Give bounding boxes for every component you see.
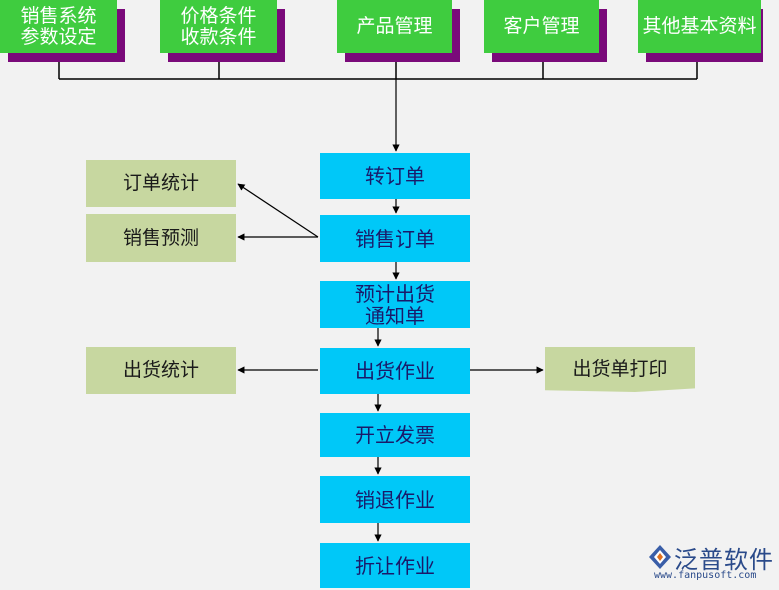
side-node-order-stats[interactable]: 订单统计 [86, 160, 236, 207]
flow-step-invoice[interactable]: 开立发票 [320, 413, 470, 457]
top-bus [58, 62, 698, 80]
side-node-label: 订单统计 [122, 172, 199, 195]
side-node-shipment-stats[interactable]: 出货统计 [86, 347, 236, 394]
flow-step-label: 转订单 [365, 164, 425, 188]
logo-name: 泛普软件 [674, 546, 774, 574]
flow-step-shipment-notice[interactable]: 预计出货 通知单 [320, 281, 470, 328]
logo-url: www.fanpusoft.com [654, 570, 757, 581]
top-module-label: 其他基本资料 [642, 15, 757, 38]
side-node-sales-forecast[interactable]: 销售预测 [86, 214, 236, 262]
top-module-other-basic[interactable]: 其他基本资料 [638, 0, 761, 53]
flow-step-label: 开立发票 [355, 423, 435, 447]
logo-mark-icon [649, 545, 671, 569]
flow-step-sales-order[interactable]: 销售订单 [320, 215, 470, 262]
side-node-shipment-print[interactable]: 出货单打印 [545, 347, 695, 392]
top-module-product-mgmt[interactable]: 产品管理 [337, 0, 452, 53]
flow-step-label: 折让作业 [355, 553, 435, 578]
side-node-label: 销售预测 [122, 226, 199, 249]
flow-step-shipment[interactable]: 出货作业 [320, 348, 470, 394]
flow-step-label: 预计出货 通知单 [355, 281, 435, 328]
side-node-label: 出货单打印 [572, 358, 668, 381]
top-module-price-terms[interactable]: 价格条件 收款条件 [160, 0, 277, 53]
flow-step-allowance[interactable]: 折让作业 [320, 543, 470, 588]
top-module-label: 销售系统 参数设定 [20, 4, 97, 48]
side-node-label: 出货统计 [122, 359, 199, 382]
top-module-label: 产品管理 [356, 15, 433, 38]
flow-step-sales-return[interactable]: 销退作业 [320, 476, 470, 523]
arrow-order-to-stats [237, 183, 319, 238]
top-module-customer-mgmt[interactable]: 客户管理 [484, 0, 599, 53]
flow-step-label: 出货作业 [355, 359, 435, 383]
top-module-label: 价格条件 收款条件 [180, 4, 257, 48]
top-module-sales-params[interactable]: 销售系统 参数设定 [0, 0, 117, 53]
flow-step-label: 销售订单 [355, 226, 435, 251]
top-module-label: 客户管理 [503, 15, 580, 38]
flow-step-transfer-order[interactable]: 转订单 [320, 153, 470, 199]
brand-logo: 泛普软件 www.fanpusoft.com [648, 540, 773, 584]
flow-step-label: 销退作业 [355, 487, 435, 512]
